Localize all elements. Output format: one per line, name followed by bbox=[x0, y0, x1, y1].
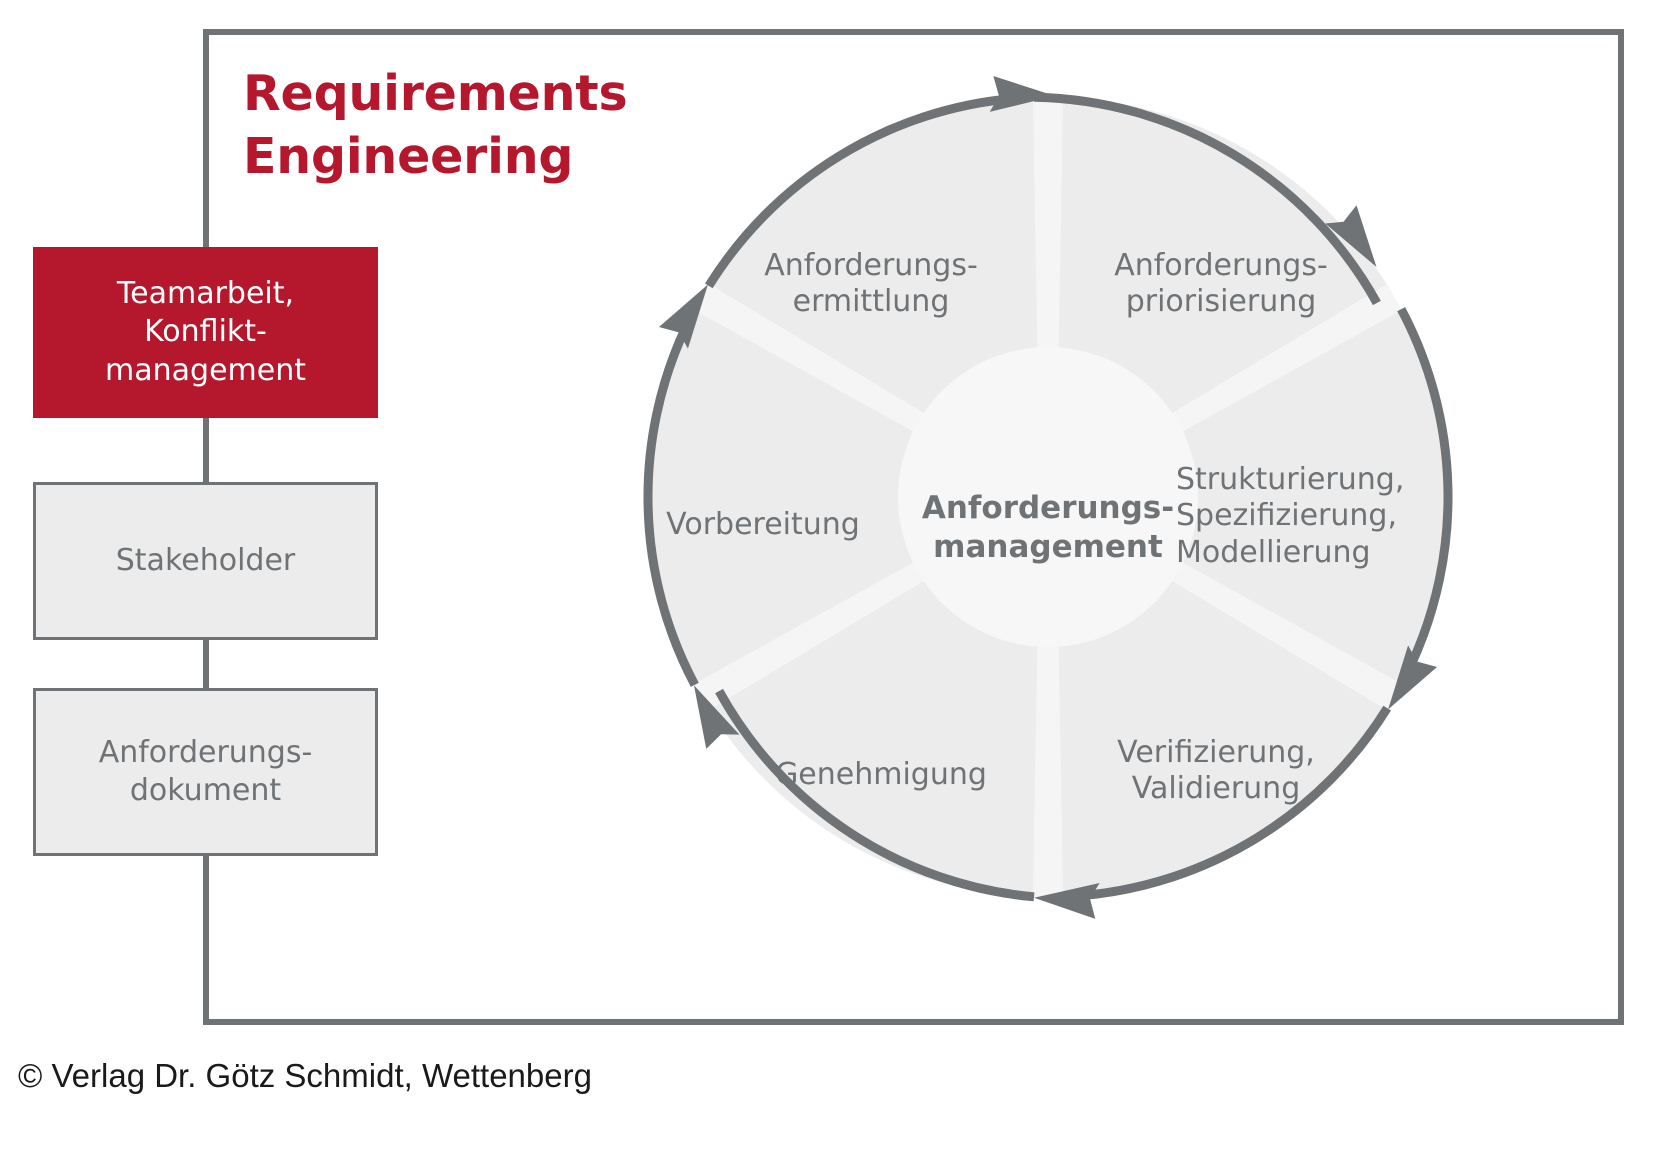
wheel-hub bbox=[898, 347, 1198, 647]
box-anforderungsdokument[interactable]: Anforderungs- dokument bbox=[33, 688, 378, 856]
box-label: Anforderungs- dokument bbox=[98, 734, 313, 808]
page-title: Requirements Engineering bbox=[243, 65, 628, 186]
anforderungsmanagement-wheel: Vorbereitung Anforderungs- ermittlung An… bbox=[636, 75, 1460, 919]
wheel-arrowheads bbox=[658, 75, 1438, 919]
connector-1-2 bbox=[203, 418, 209, 482]
copyright-notice: © Verlag Dr. Götz Schmidt, Wettenberg bbox=[18, 1057, 592, 1094]
box-stakeholder[interactable]: Stakeholder bbox=[33, 482, 378, 640]
box-label: Teamarbeit, Konflikt- management bbox=[105, 275, 306, 388]
connector-2-3 bbox=[203, 640, 209, 688]
box-label: Stakeholder bbox=[115, 542, 296, 578]
connector-bottom bbox=[203, 856, 209, 1025]
box-teamarbeit-konfliktmanagement[interactable]: Teamarbeit, Konflikt- management bbox=[33, 247, 378, 418]
wheel-arrow-ring bbox=[643, 92, 1453, 902]
connector-top bbox=[203, 29, 209, 247]
